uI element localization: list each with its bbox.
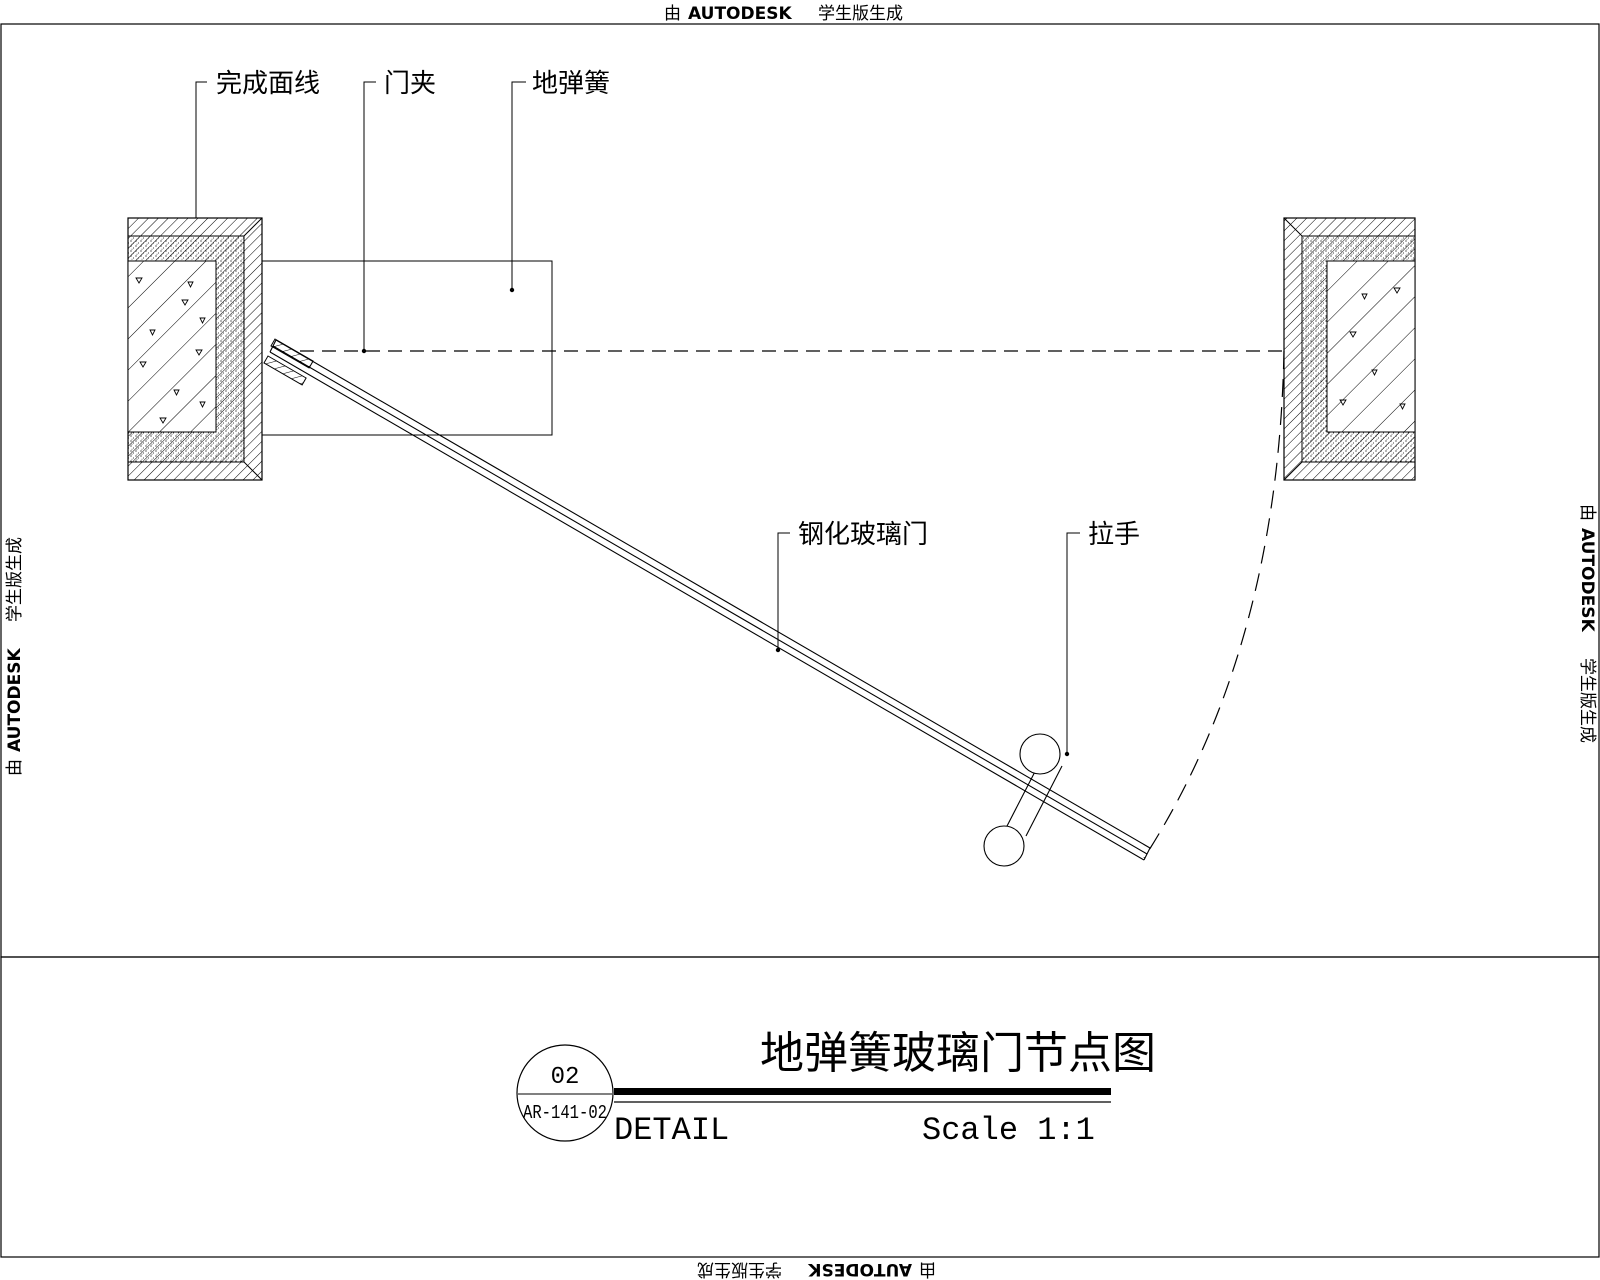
svg-text:学生版生成: 学生版生成: [697, 1259, 782, 1279]
svg-text:AUTODESK: AUTODESK: [688, 4, 792, 24]
watermark-top: 由 AUTODESK 学生版生成: [664, 4, 903, 24]
sheet-reference: AR-141-02: [523, 1102, 607, 1124]
title-block: 02 AR-141-02 地弹簧玻璃门节点图 DETAIL Scale 1:1: [516, 1028, 1156, 1149]
door-swing-arc: [1143, 350, 1285, 859]
svg-text:学生版生成: 学生版生成: [1577, 658, 1597, 743]
leader-dots: [361, 287, 1070, 757]
drawing-frame: [0, 23, 1600, 958]
svg-text:由: 由: [664, 4, 681, 24]
svg-text:AUTODESK: AUTODESK: [5, 648, 25, 752]
svg-text:由: 由: [5, 759, 25, 776]
title-frame: [0, 956, 1600, 1258]
svg-text:学生版生成: 学生版生成: [5, 537, 25, 622]
watermark-right: 由 AUTODESK 学生版生成: [1577, 504, 1597, 743]
svg-text:AUTODESK: AUTODESK: [808, 1259, 912, 1279]
label-floor-spring: 地弹簧: [532, 69, 610, 99]
concrete-aggregate-marks: [135, 277, 206, 424]
drawing-title: 地弹簧玻璃门节点图: [760, 1028, 1156, 1079]
watermark-bottom: 由 AUTODESK 学生版生成: [697, 1259, 936, 1279]
svg-text:学生版生成: 学生版生成: [818, 4, 903, 24]
label-handle: 拉手: [1088, 520, 1140, 550]
watermark-left: 由 AUTODESK 学生版生成: [5, 537, 25, 776]
right-jamb: [1283, 217, 1416, 481]
detail-bubble: [516, 1044, 614, 1142]
tempered-glass-door: [269, 339, 1151, 861]
leader-lines: [195, 81, 1080, 754]
left-jamb: [127, 217, 263, 481]
svg-text:由: 由: [919, 1259, 936, 1279]
floor-spring-box: [261, 260, 553, 436]
label-door-clamp: 门夹: [384, 69, 436, 99]
door-handle: [983, 733, 1063, 867]
door-clamp: [263, 338, 314, 386]
scale-label: Scale 1:1: [922, 1112, 1095, 1149]
svg-text:由: 由: [1577, 504, 1597, 521]
svg-text:AUTODESK: AUTODESK: [1577, 528, 1597, 632]
detail-label: DETAIL: [614, 1112, 729, 1149]
label-tempered-glass-door: 钢化玻璃门: [798, 520, 928, 550]
label-finish-line: 完成面线: [216, 69, 320, 99]
title-underline-thick: [614, 1088, 1111, 1095]
detail-number: 02: [551, 1064, 580, 1091]
concrete-aggregate-marks: [1339, 287, 1406, 411]
